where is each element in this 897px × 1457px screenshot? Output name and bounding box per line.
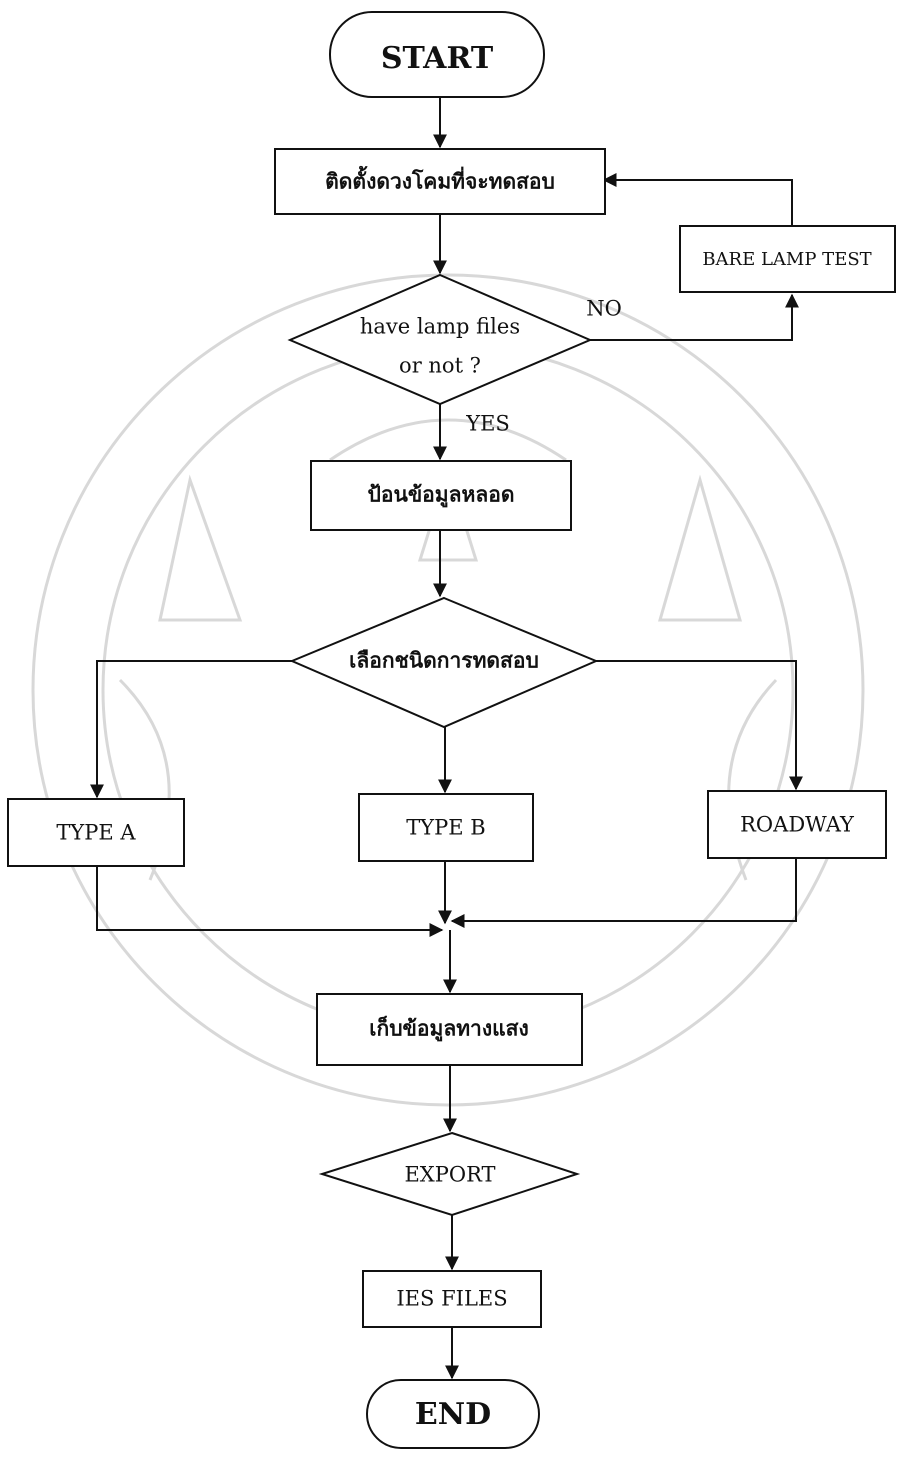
roadway-node: ROADWAY xyxy=(707,790,887,859)
arrow-no-to-bare xyxy=(590,293,799,341)
select-test-type-label: เลือกชนิดการทดสอบ xyxy=(349,648,539,673)
end-node: END xyxy=(366,1379,540,1449)
collect-optical-data-label: เก็บข้อมูลทางแสง xyxy=(369,1015,528,1043)
arrow-bare-to-install xyxy=(602,173,793,226)
decision-line2: or not ? xyxy=(399,354,481,378)
input-lamp-data-label: ป้อนข้อมูลหลอด xyxy=(368,482,515,509)
decision-line1: have lamp files xyxy=(360,315,520,339)
select-test-type-decision: เลือกชนิดการทดสอบ xyxy=(289,596,599,729)
install-lamp-label: ติดตั้งดวงโคมที่จะทดสอบ xyxy=(325,166,555,194)
have-lamp-files-decision: have lamp files or not ? xyxy=(287,273,593,406)
install-lamp-node: ติดตั้งดวงโคมที่จะทดสอบ xyxy=(274,148,606,215)
export-label: EXPORT xyxy=(404,1163,495,1187)
type-a-label: TYPE A xyxy=(56,821,136,845)
roadway-label: ROADWAY xyxy=(740,813,855,837)
arrow-type-a-to-merge xyxy=(96,866,444,937)
ies-files-node: IES FILES xyxy=(362,1270,542,1328)
start-node: START xyxy=(329,11,545,98)
type-b-node: TYPE B xyxy=(358,793,534,862)
edge-label-no: NO xyxy=(586,297,622,321)
type-a-node: TYPE A xyxy=(7,798,185,867)
bare-lamp-test-node: BARE LAMP TEST xyxy=(679,225,896,293)
start-label: START xyxy=(381,41,494,76)
arrow-to-roadway xyxy=(596,660,803,791)
type-b-label: TYPE B xyxy=(406,816,485,840)
collect-optical-data-node: เก็บข้อมูลทางแสง xyxy=(316,993,583,1066)
arrow-to-type-a xyxy=(90,660,292,799)
end-label: END xyxy=(415,1397,491,1432)
ies-files-label: IES FILES xyxy=(396,1287,507,1311)
arrow-roadway-to-merge xyxy=(450,858,797,928)
edge-label-yes: YES xyxy=(465,412,510,436)
input-lamp-data-node: ป้อนข้อมูลหลอด xyxy=(310,460,572,531)
export-decision: EXPORT xyxy=(318,1131,581,1217)
bare-lamp-test-label: BARE LAMP TEST xyxy=(702,249,871,270)
connectors xyxy=(90,97,803,1380)
